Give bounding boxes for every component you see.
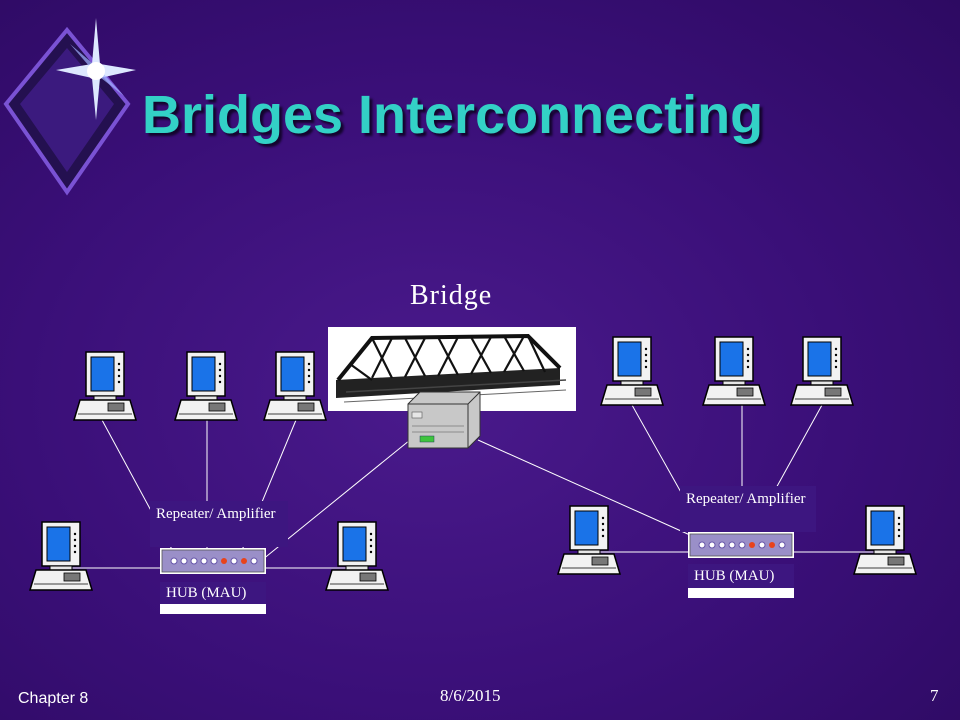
computer-icon bbox=[853, 505, 917, 575]
computer-icon bbox=[174, 351, 238, 421]
link-line bbox=[774, 404, 823, 491]
page-title: Bridges Interconnecting bbox=[142, 85, 764, 145]
computer-icon bbox=[557, 505, 621, 575]
bridge-label: Bridge bbox=[410, 280, 493, 311]
bridge-device bbox=[407, 391, 481, 449]
footer-page-number: 7 bbox=[930, 686, 939, 705]
computer-icon bbox=[263, 351, 327, 421]
computer-icon bbox=[73, 351, 137, 421]
hub-icon bbox=[687, 531, 795, 559]
hub-icon bbox=[159, 547, 267, 575]
bridge-picture bbox=[328, 327, 576, 411]
footer-chapter: Chapter 8 bbox=[18, 690, 89, 707]
computer-icon bbox=[702, 336, 766, 406]
hub-label-left: HUB (MAU) bbox=[160, 582, 266, 604]
computer-icon bbox=[790, 336, 854, 406]
logo-star-icon bbox=[3, 18, 136, 196]
repeater-label-right: Repeater/ Amplifier bbox=[680, 486, 816, 532]
computer-icon bbox=[325, 521, 389, 591]
computer-icon bbox=[29, 521, 93, 591]
link-line bbox=[477, 439, 691, 536]
footer-date: 8/6/2015 bbox=[440, 686, 501, 705]
repeater-label-left: Repeater/ Amplifier bbox=[150, 501, 288, 547]
hub-label-right: HUB (MAU) bbox=[688, 564, 794, 588]
computer-icon bbox=[600, 336, 664, 406]
